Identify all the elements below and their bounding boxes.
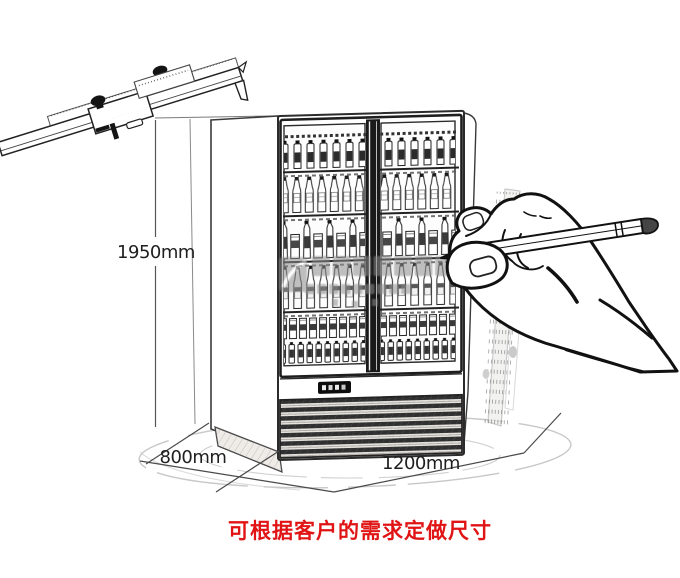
caliper-slider (87, 90, 155, 140)
height-dimension: 1950mm (117, 115, 273, 427)
depth-dimension-label: 800mm (160, 447, 227, 468)
pencil-eraser (640, 217, 659, 235)
sketch-smudge (482, 369, 490, 379)
sketch-smudge (509, 346, 517, 358)
custom-size-caption: 可根据客户的需求定做尺寸 (228, 519, 492, 543)
index-fingernail (462, 211, 485, 231)
depth-dimension: 800mm (139, 422, 335, 493)
control-badge (318, 381, 351, 394)
caliper-jaw (234, 79, 249, 101)
cabinet-plinth (214, 425, 283, 474)
vernier-caliper-illustration (0, 57, 249, 157)
cabinet-side-panel (210, 115, 279, 457)
width-dimension-label: 1200mm (382, 453, 460, 474)
hand-with-pencil-illustration (440, 192, 679, 374)
door-mullion (366, 119, 380, 373)
vent-grille (279, 393, 463, 459)
height-dimension-label: 1950mm (117, 242, 195, 263)
finger-creases (501, 211, 654, 374)
width-dimension: 1200mm (333, 412, 562, 493)
thumbnail (469, 255, 498, 278)
